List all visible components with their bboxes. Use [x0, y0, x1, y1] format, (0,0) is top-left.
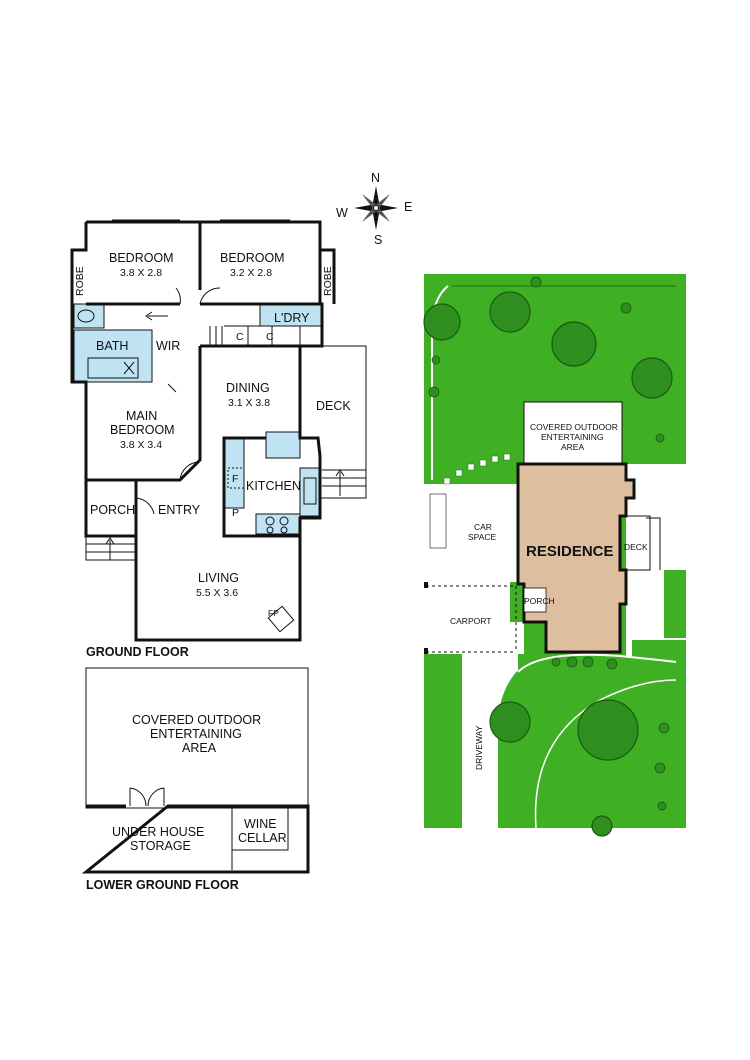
lg-covered-line2: ENTERTAINING	[150, 727, 242, 741]
lg-covered-line3: AREA	[182, 741, 217, 755]
site-residence-label: RESIDENCE	[526, 543, 614, 560]
cupboard1-label: C	[236, 331, 244, 343]
ground-floor-plan: BEDROOM 3.8 X 2.8 BEDROOM 3.2 X 2.8 ROBE…	[70, 219, 367, 659]
compass-w-label: W	[336, 206, 348, 220]
site-covered-line1: COVERED OUTDOOR	[530, 422, 618, 432]
pantry-label: P	[232, 507, 239, 519]
wine-cellar-line1: WINE	[244, 817, 277, 831]
fridge-label: F	[232, 473, 238, 485]
bedroom2-size: 3.2 X 2.8	[230, 267, 272, 279]
storage-line1: UNDER HOUSE	[112, 825, 204, 839]
kitchen-label: KITCHEN	[246, 479, 301, 493]
cupboard2-label: C	[266, 331, 274, 343]
compass-n-label: N	[371, 171, 380, 185]
site-covered-line3: AREA	[561, 442, 584, 452]
toilet-area	[73, 303, 105, 329]
site-trees	[423, 291, 673, 837]
lg-covered-line1: COVERED OUTDOOR	[132, 713, 261, 727]
dining-label: DINING	[226, 381, 270, 395]
site-carport-label: CARPORT	[450, 616, 491, 626]
compass-rose: N S E W	[336, 171, 412, 247]
kitchen-cooktop	[255, 513, 301, 535]
wine-cellar-line2: CELLAR	[238, 831, 287, 845]
site-covered-line2: ENTERTAINING	[541, 432, 604, 442]
site-car-space-line2: SPACE	[468, 532, 497, 542]
site-plan: COVERED OUTDOOR ENTERTAINING AREA RESIDE…	[423, 274, 686, 837]
robe-right-label: ROBE	[322, 266, 334, 296]
living-size: 5.5 X 3.6	[196, 587, 238, 599]
wir-label: WIR	[156, 339, 180, 353]
main-bedroom-label-2: BEDROOM	[110, 423, 175, 437]
main-bedroom-size: 3.8 X 3.4	[120, 439, 162, 451]
porch-label: PORCH	[90, 503, 135, 517]
bedroom1-size: 3.8 X 2.8	[120, 267, 162, 279]
main-bedroom-label-1: MAIN	[126, 409, 157, 423]
bedroom1-label: BEDROOM	[109, 251, 174, 265]
bedroom2-label: BEDROOM	[220, 251, 285, 265]
site-car-space-line1: CAR	[474, 522, 492, 532]
lower-ground-floor-plan: COVERED OUTDOOR ENTERTAINING AREA UNDER …	[81, 667, 310, 892]
ground-floor-title: GROUND FLOOR	[86, 645, 189, 659]
site-deck-label: DECK	[624, 542, 648, 552]
entry-label: ENTRY	[158, 503, 201, 517]
robe-left-label: ROBE	[74, 266, 86, 296]
site-covered-area	[523, 401, 623, 465]
kitchen-sink-bench	[299, 467, 321, 517]
compass-e-label: E	[404, 200, 412, 214]
storage-line2: STORAGE	[130, 839, 191, 853]
site-driveway-label: DRIVEWAY	[474, 725, 484, 770]
fireplace-label: FP	[268, 608, 279, 618]
compass-s-label: S	[374, 233, 382, 247]
bath-area	[73, 329, 153, 383]
site-porch-label: PORCH	[524, 596, 555, 606]
lower-ground-floor-title: LOWER GROUND FLOOR	[86, 878, 239, 892]
kitchen-bench-top	[265, 431, 301, 459]
bath-label: BATH	[96, 339, 128, 353]
dining-size: 3.1 X 3.8	[228, 397, 270, 409]
laundry-label: L'DRY	[274, 311, 310, 325]
deck-label: DECK	[316, 399, 351, 413]
living-label: LIVING	[198, 571, 239, 585]
